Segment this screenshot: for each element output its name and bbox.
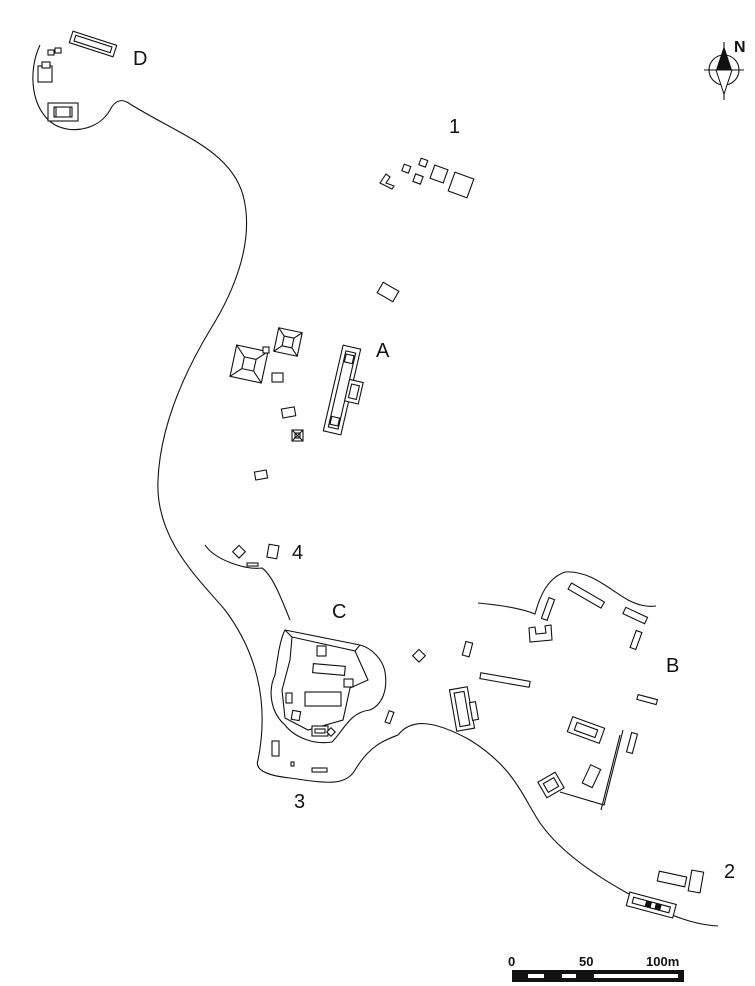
pyramid-structure: [273, 327, 303, 357]
zone-b-north-contour-line: [477, 571, 657, 615]
zone-c-structures: [281, 629, 395, 738]
zone-label-c: C: [332, 601, 346, 623]
scale-tick-100: 100m: [646, 954, 679, 969]
structure: [412, 173, 424, 185]
structure: [262, 346, 270, 354]
north-arrow-icon: N: [704, 39, 746, 100]
structure: [41, 61, 51, 69]
structure: [379, 173, 395, 190]
zone-label-a: A: [376, 340, 390, 362]
structure: [540, 596, 556, 622]
structure: [411, 648, 427, 663]
zone-3-structures: [271, 740, 328, 773]
zone-label-1: 1: [449, 116, 460, 138]
terrain-contours: [32, 44, 719, 927]
structure: [461, 640, 474, 658]
structure: [343, 678, 354, 688]
structure: [447, 171, 475, 199]
structure: [625, 731, 639, 755]
structure: [73, 34, 113, 54]
long-platform-structure: [322, 344, 364, 436]
zone-label-3: 3: [294, 791, 305, 813]
structure: [312, 663, 346, 676]
structure: [325, 726, 337, 738]
structure: [311, 767, 328, 773]
scale-tick-50: 50: [579, 954, 593, 969]
structure: [314, 728, 326, 734]
structure: [53, 106, 73, 118]
zone-4-structures: [231, 543, 280, 567]
zone-label-d: D: [133, 48, 147, 70]
long-platform-structure: [448, 686, 480, 732]
west-contour-line: [32, 44, 719, 927]
structure: [231, 544, 247, 559]
structure: [567, 582, 606, 609]
structure: [656, 870, 688, 888]
structure: [304, 691, 342, 707]
zone-label-b: B: [666, 655, 679, 677]
scale-bar: 0 50 100m: [508, 954, 684, 982]
zone-b-wall: [559, 729, 624, 811]
north-label: N: [734, 39, 746, 56]
structure: [271, 740, 280, 757]
structure: [246, 562, 259, 567]
platform-structure: [625, 891, 677, 919]
structure: [280, 406, 297, 419]
structure: [316, 645, 327, 657]
structure: [271, 372, 284, 383]
platform-structure: [537, 771, 565, 799]
structure: [581, 764, 602, 789]
zone-c-enclosure-wall: [270, 629, 387, 744]
zone-d-structures: [37, 30, 118, 122]
structure: [479, 672, 531, 688]
structure: [528, 624, 553, 643]
structure: [290, 709, 302, 722]
scale-tick-0: 0: [508, 954, 515, 969]
structure: [376, 281, 400, 303]
structure: [47, 49, 55, 56]
zone-b-structures: [411, 582, 659, 811]
zone-label-2: 2: [724, 861, 735, 883]
zone-labels: D 1 A 4 C B 3 2: [133, 48, 735, 883]
structure: [285, 692, 293, 704]
zone-1-structures: [379, 157, 475, 199]
zone-2-structures: [625, 869, 705, 919]
structure: [384, 709, 395, 725]
zone-4-contour-line: [204, 544, 291, 621]
structure: [290, 761, 295, 767]
structure: [253, 469, 269, 481]
platform-structure: [566, 715, 606, 745]
zone-label-4: 4: [292, 542, 303, 564]
zone-a-structures: [229, 281, 400, 481]
pyramid-structure: [229, 344, 269, 384]
structure: [418, 157, 429, 168]
structure: [429, 164, 449, 184]
structure: [54, 47, 62, 54]
structure: [401, 163, 412, 174]
structure: [636, 693, 659, 706]
small-pyramid-structure: [291, 429, 304, 442]
structure: [629, 629, 643, 651]
structure: [687, 869, 705, 894]
structure: [622, 606, 649, 625]
structure: [266, 543, 280, 560]
